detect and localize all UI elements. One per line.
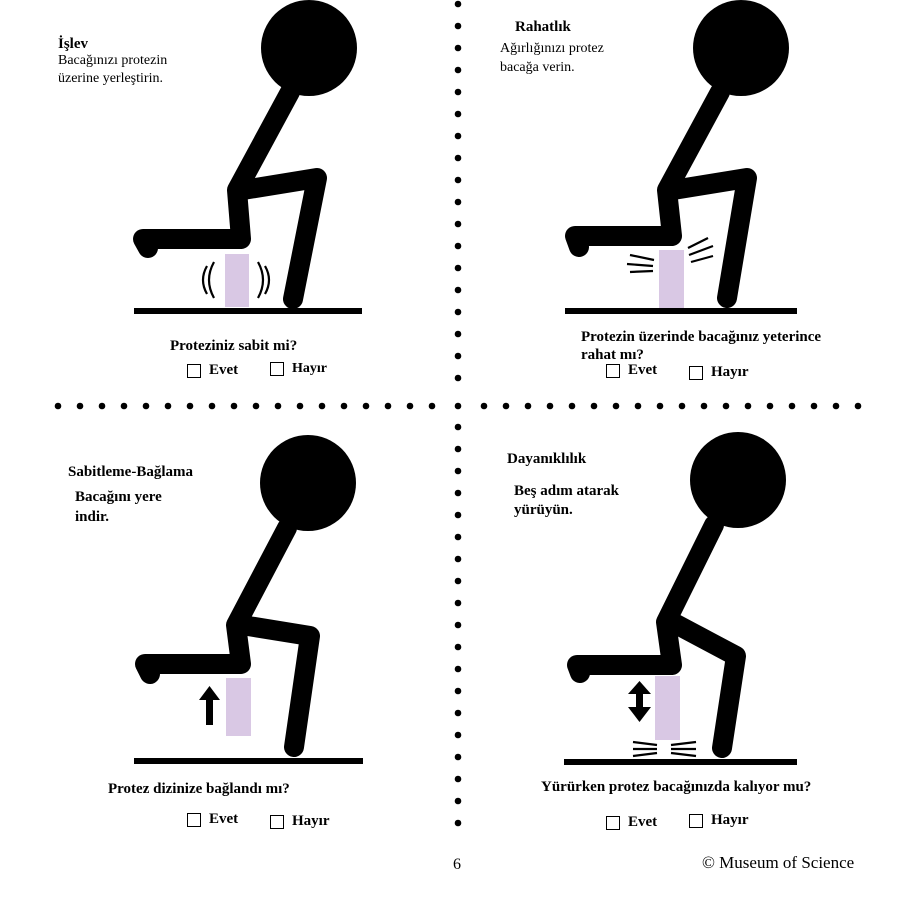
checkbox[interactable] — [270, 362, 284, 376]
yes-label: Evet — [209, 811, 239, 827]
shake-lines — [201, 261, 271, 299]
vertical-dotted-divider — [454, 0, 462, 827]
yes-option[interactable]: Evet — [606, 362, 657, 379]
figure-rahatlik — [565, 0, 797, 314]
page-number: 6 — [453, 856, 461, 873]
instruction-line: indir. — [75, 509, 110, 525]
checkbox[interactable] — [606, 815, 620, 830]
checkbox[interactable] — [606, 363, 620, 378]
figure-dayaniklilik — [564, 432, 797, 765]
checkbox[interactable] — [689, 813, 703, 828]
yes-label: Evet — [628, 814, 658, 830]
pressure-lines — [626, 237, 714, 274]
prosthesis-leg — [659, 250, 684, 309]
head — [260, 435, 356, 531]
pressure-lines — [632, 740, 697, 758]
yes-option[interactable]: Evet — [187, 811, 238, 828]
instruction-line: bacağa verin. — [500, 60, 575, 75]
figure-sabitleme — [134, 435, 363, 764]
prosthesis-leg — [655, 676, 680, 740]
checkbox[interactable] — [270, 814, 284, 829]
checkbox[interactable] — [187, 812, 201, 827]
head — [261, 0, 357, 96]
panel-title: Rahatlık — [515, 19, 571, 35]
horizontal-dotted-divider — [54, 402, 862, 410]
instruction-line: Ağırlığınızı protez — [500, 41, 604, 56]
question: rahat mı? — [581, 347, 644, 363]
prosthesis-leg — [225, 254, 249, 307]
copyright: © Museum of Science — [702, 853, 855, 872]
question: Protez dizinize bağlandı mı? — [108, 781, 290, 797]
checkbox[interactable] — [689, 365, 703, 380]
panel-title: Sabitleme-Bağlama — [68, 464, 193, 480]
instruction-line: Bacağınızı protezin — [58, 53, 168, 68]
no-label: Hayır — [711, 364, 749, 380]
yes-option[interactable]: Evet — [606, 814, 657, 831]
no-option[interactable]: Hayır — [689, 812, 749, 829]
head — [690, 432, 786, 528]
yes-option[interactable]: Evet — [187, 362, 238, 379]
panel-title: Dayanıklılık — [507, 451, 587, 467]
question: Proteziniz sabit mi? — [170, 338, 298, 354]
arrow-up-icon — [199, 686, 220, 725]
question: Protezin üzerinde bacağınız yeterince — [581, 329, 822, 345]
yes-label: Evet — [209, 362, 239, 378]
question: Yürürken protez bacağınızda kalıyor mu? — [541, 779, 812, 795]
panel-title: İşlev — [58, 36, 88, 52]
no-label: Hayır — [711, 812, 749, 828]
instruction-line: Beş adım atarak — [514, 483, 619, 499]
yes-label: Evet — [628, 362, 658, 378]
arrow-up-down-icon — [628, 681, 651, 722]
head — [693, 0, 789, 96]
prosthesis-leg — [226, 678, 251, 736]
instruction-line: yürüyün. — [514, 502, 573, 518]
no-option[interactable]: Hayır — [270, 361, 327, 377]
instruction-line: üzerine yerleştirin. — [58, 71, 163, 86]
no-label: Hayır — [292, 813, 330, 829]
instruction-line: Bacağını yere — [75, 489, 162, 505]
no-label: Hayır — [292, 361, 327, 376]
figure-islev — [133, 0, 362, 314]
checkbox[interactable] — [187, 363, 201, 378]
no-option[interactable]: Hayır — [270, 813, 330, 830]
no-option[interactable]: Hayır — [689, 364, 749, 381]
